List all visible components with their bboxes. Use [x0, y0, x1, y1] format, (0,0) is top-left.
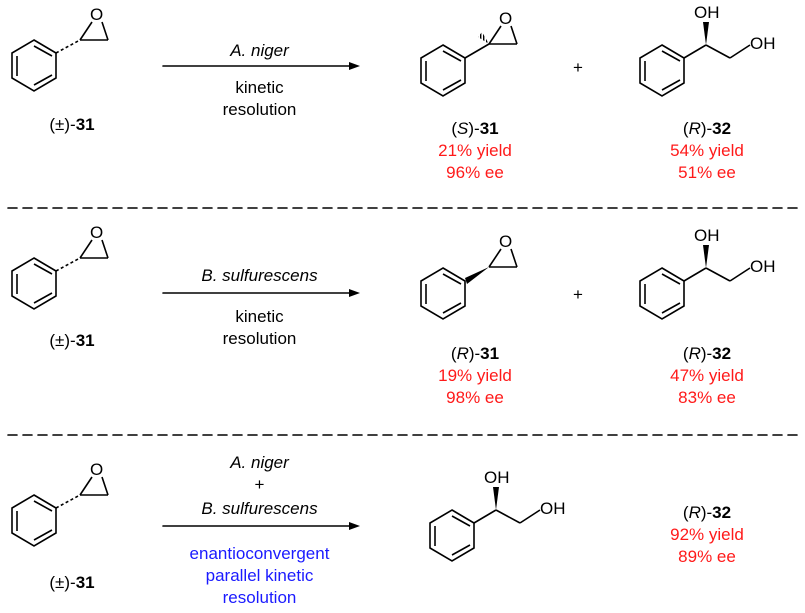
reagent-label: B. sulfurescens	[201, 499, 318, 518]
ee-value: 89% ee	[678, 547, 736, 566]
substrate-label: (±)-31	[49, 115, 95, 134]
conditions-line: kinetic	[235, 307, 284, 326]
hydroxyl-label: OH	[694, 3, 720, 22]
oxygen-atom-label: O	[90, 5, 104, 24]
diol-structure-2	[639, 267, 751, 320]
method-label: parallel kinetic	[205, 566, 314, 585]
yield-value: 54% yield	[670, 141, 744, 160]
substrate-label: (±)-31	[49, 573, 95, 592]
diol-structure-3	[429, 509, 541, 562]
substrate-label: (±)-31	[49, 331, 95, 350]
method-label: resolution	[222, 588, 297, 607]
reagent-label: A. niger	[230, 41, 289, 60]
bold-wedge-bond	[493, 487, 499, 510]
product-label: (R)-31	[450, 344, 500, 363]
oxygen-atom-label: O	[499, 9, 513, 28]
conditions-line: resolution	[222, 100, 297, 119]
ee-value: 51% ee	[678, 163, 736, 182]
styrene-oxide-structure-3	[11, 476, 109, 547]
conditions-line: resolution	[222, 329, 297, 348]
yield-value: 92% yield	[670, 525, 744, 544]
plus-sign: +	[573, 285, 583, 304]
conditions-line: kinetic	[235, 78, 284, 97]
oxygen-atom-label: O	[499, 232, 513, 251]
ee-value: 96% ee	[446, 163, 504, 182]
hydroxyl-label: OH	[750, 34, 776, 53]
diol-structure-1	[639, 44, 751, 97]
reagent-label: B. sulfurescens	[201, 266, 318, 285]
hydroxyl-label: OH	[694, 226, 720, 245]
plus-sign: +	[254, 475, 265, 494]
ee-value: 83% ee	[678, 388, 736, 407]
oxygen-atom-label: O	[90, 460, 104, 479]
product-label: (R)-32	[682, 344, 732, 363]
yield-value: 19% yield	[438, 366, 512, 385]
yield-value: 47% yield	[670, 366, 744, 385]
product-label: (R)-32	[682, 503, 732, 522]
s-epoxide-structure	[420, 25, 518, 97]
hydroxyl-label: OH	[540, 499, 566, 518]
bold-wedge-bond	[703, 245, 709, 268]
yield-value: 21% yield	[438, 141, 512, 160]
bold-wedge-bond	[465, 267, 489, 284]
method-label: enantioconvergent	[189, 544, 330, 563]
ee-value: 98% ee	[446, 388, 504, 407]
product-label: (R)-32	[682, 119, 732, 138]
reagent-label: A. niger	[230, 453, 289, 472]
hydroxyl-label: OH	[484, 468, 510, 487]
bold-wedge-bond	[703, 22, 709, 45]
hydroxyl-label: OH	[750, 257, 776, 276]
styrene-oxide-structure-1	[11, 21, 109, 92]
styrene-oxide-structure-2	[11, 239, 109, 310]
product-label: (S)-31	[451, 119, 499, 138]
plus-sign: +	[573, 58, 583, 77]
r-epoxide-structure	[420, 248, 518, 320]
hashed-wedge-bond	[478, 32, 489, 44]
oxygen-atom-label: O	[90, 223, 104, 242]
